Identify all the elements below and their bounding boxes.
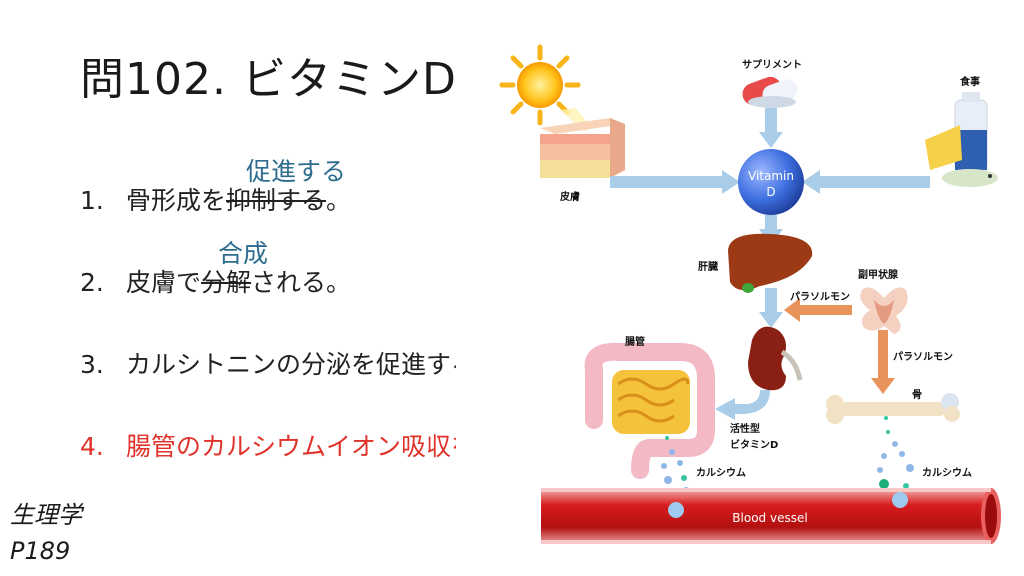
label-blood-vessel: Blood vessel <box>732 511 807 525</box>
kidney-icon <box>748 326 803 391</box>
struck-text: 分解 <box>201 268 252 297</box>
item-text: カルシトニンの分泌を促進する。 <box>126 350 456 379</box>
item-text: 骨形成を <box>126 186 227 215</box>
item-number: 2. <box>80 268 104 297</box>
skin-icon <box>540 118 625 178</box>
label-food: 食事 <box>959 75 980 88</box>
label-active-vitamin-1: 活性型 <box>730 422 760 435</box>
list-item-1: 1. 骨形成を抑制する。 <box>80 184 456 218</box>
reference-subject: 生理学 <box>10 501 82 529</box>
vitamin-d-circle <box>738 149 804 215</box>
bone-icon <box>826 393 960 424</box>
item-text-end: 。 <box>326 186 352 215</box>
food-icon <box>925 92 998 187</box>
label-pth-bone: パラソルモン <box>893 351 953 363</box>
flow-arrows-orange <box>784 298 895 394</box>
sun-icon <box>499 44 590 132</box>
struck-text: 抑制する <box>226 186 327 215</box>
blood-vessel <box>541 488 1001 544</box>
correction-2: 合成 <box>218 239 269 268</box>
parathyroid-icon <box>860 287 908 334</box>
item-text: 腸管のカルシウムイオン吸収を促進する。 <box>126 432 456 461</box>
label-calcium-right: カルシウム <box>922 467 972 479</box>
label-pth-kidney: パラソルモン <box>790 291 850 303</box>
vitamin-d-diagram: 皮膚 サプリメント 食事 <box>499 44 1001 544</box>
intestine-icon <box>584 342 715 479</box>
flow-arrows-blue <box>610 108 930 420</box>
item-text: 皮膚で <box>126 268 202 297</box>
list-item-3: 3. カルシトニンの分泌を促進する。 <box>80 348 456 382</box>
item-number: 1. <box>80 186 104 215</box>
reference-page: P189 <box>10 537 71 565</box>
item-number: 4. <box>80 432 104 461</box>
supplement-icon <box>742 76 798 108</box>
label-vitamin: Vitamin <box>748 169 794 183</box>
label-skin: 皮膚 <box>559 190 580 203</box>
item-number: 3. <box>80 350 104 379</box>
correction-1: 促進する <box>246 157 347 186</box>
item-text-end: される。 <box>251 268 352 297</box>
label-active-vitamin-2: ビタミンD <box>730 438 778 451</box>
label-vitamin-d: D <box>766 185 775 199</box>
label-supplement: サプリメント <box>742 58 802 71</box>
liver-icon <box>728 233 813 293</box>
label-parathyroid: 副甲状腺 <box>858 268 899 281</box>
label-intestine: 腸管 <box>625 335 645 348</box>
slide-title: 問102. ビタミンD <box>80 54 456 105</box>
label-bone: 骨 <box>912 389 922 401</box>
list-item-2: 2. 皮膚で分解される。 <box>80 266 456 300</box>
list-item-4-answer: 4. 腸管のカルシウムイオン吸収を促進する。 <box>80 430 456 464</box>
label-calcium-left: カルシウム <box>696 467 746 479</box>
label-liver: 肝臓 <box>698 260 718 273</box>
